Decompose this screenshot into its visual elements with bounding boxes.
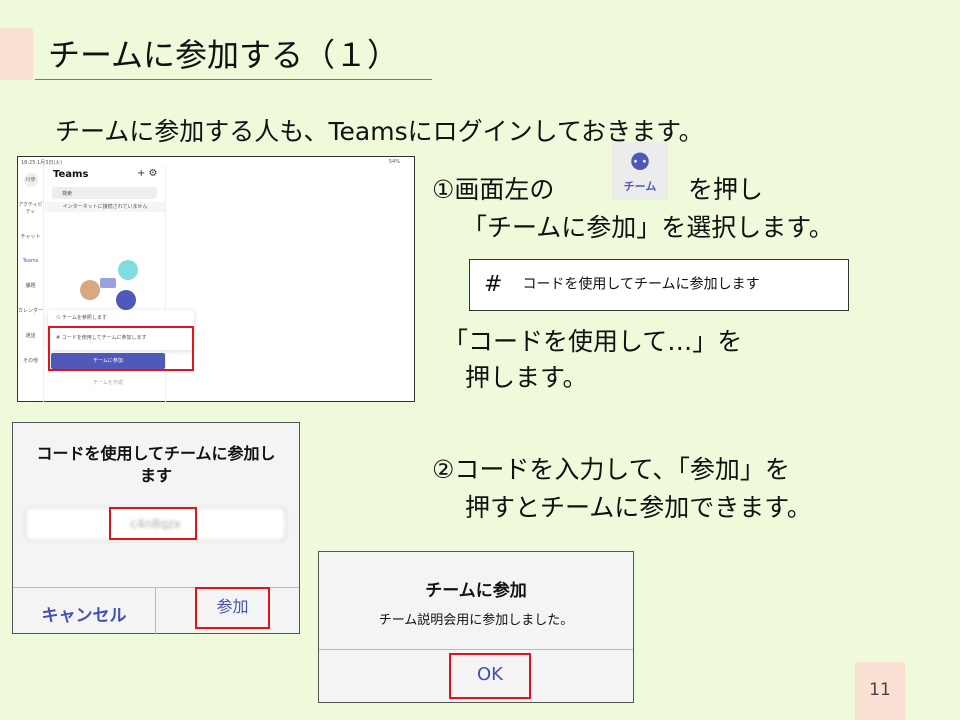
highlight-box xyxy=(109,507,197,540)
code-option-sample: # コードを使用してチームに参加します xyxy=(469,259,849,311)
join-team-button[interactable]: チームに参加 xyxy=(51,353,165,369)
dialog-title: チームに参加 xyxy=(425,581,527,601)
add-icon[interactable]: + ⚙ xyxy=(137,168,158,179)
code-option-label: コードを使用してチームに参加します xyxy=(522,276,760,293)
rail-teams[interactable]: Teams xyxy=(22,258,39,264)
intro-text: チームに参加する人も、Teamsにログインしておきます。 xyxy=(55,117,704,146)
people-icon: ⚉ xyxy=(629,148,651,176)
code-dialog: コードを使用してチームに参加します c4n8qzx キャンセル 参加 xyxy=(12,422,300,634)
title-accent xyxy=(0,28,33,80)
menu-browse-teams[interactable]: ⚇ チームを参照します xyxy=(56,315,107,321)
page-title: チームに参加する（１） xyxy=(48,36,400,74)
menu-join-with-code[interactable]: # コードを使用してチームに参加します xyxy=(56,335,147,341)
divider xyxy=(155,587,156,634)
join-button[interactable]: 参加 xyxy=(195,587,270,629)
icon-label: チーム xyxy=(623,180,657,193)
teams-heading: Teams xyxy=(53,169,89,180)
teams-panel: Teams + ⚙ 検索 インターネットに接続されていません xyxy=(45,165,166,402)
page-number: 11 xyxy=(855,662,905,720)
status-time: 18:25 1月3日(火) xyxy=(21,160,63,166)
app-rail: 川歩 アクティビティ チャット Teams 課題 カレンダー 通話 その他 xyxy=(18,165,44,402)
step1-line2: 「チームに参加」を選択します。 xyxy=(462,213,834,242)
rail-calls[interactable]: 通話 xyxy=(25,333,36,339)
teams-nav-icon: ⚉ チーム xyxy=(612,142,668,200)
avatar[interactable]: 川歩 xyxy=(23,173,38,187)
menu-label: チームを参照します xyxy=(62,315,107,321)
code-input[interactable]: c4n8qzx xyxy=(25,507,286,541)
step1-line4: 押します。 xyxy=(465,363,588,392)
divider xyxy=(13,587,299,588)
dialog-message: チーム説明会用に参加しました。 xyxy=(378,613,574,628)
menu-label: コードを使用してチームに参加します xyxy=(61,335,147,341)
ok-button[interactable]: OK xyxy=(449,653,531,699)
title-underline xyxy=(35,79,432,80)
offline-banner: インターネットに接続されていません xyxy=(45,202,165,212)
divider xyxy=(319,649,633,650)
teams-screenshot: 18:25 1月3日(火) 54% 川歩 アクティビティ チャット Teams … xyxy=(17,156,415,402)
rail-assignments[interactable]: 課題 xyxy=(25,283,36,289)
battery: 54% xyxy=(388,159,400,165)
create-team-link[interactable]: チームを作成 xyxy=(93,380,123,386)
step1-line1b: を押し xyxy=(688,175,764,204)
cancel-button[interactable]: キャンセル xyxy=(41,606,127,626)
step1-line1a: ①画面左の xyxy=(432,175,555,204)
rail-more[interactable]: その他 xyxy=(22,358,38,364)
search-input[interactable]: 検索 xyxy=(52,187,157,199)
joined-dialog: チームに参加 チーム説明会用に参加しました。 OK xyxy=(318,551,634,703)
step2-line1: ②コードを入力して、「参加」を xyxy=(432,455,790,484)
join-menu: ⚇ チームを参照します # コードを使用してチームに参加します xyxy=(48,310,194,350)
highlight-box xyxy=(48,326,194,371)
step2-line2: 押すとチームに参加できます。 xyxy=(465,493,812,522)
rail-activity[interactable]: アクティビティ xyxy=(18,202,43,215)
rail-chat[interactable]: チャット xyxy=(20,234,41,240)
step1-line3: 「コードを使用して…」を xyxy=(443,327,743,356)
illustration xyxy=(80,260,140,310)
dialog-title: コードを使用してチームに参加します xyxy=(36,444,276,485)
hash-icon: # xyxy=(484,272,503,297)
rail-calendar[interactable]: カレンダー xyxy=(18,308,44,314)
